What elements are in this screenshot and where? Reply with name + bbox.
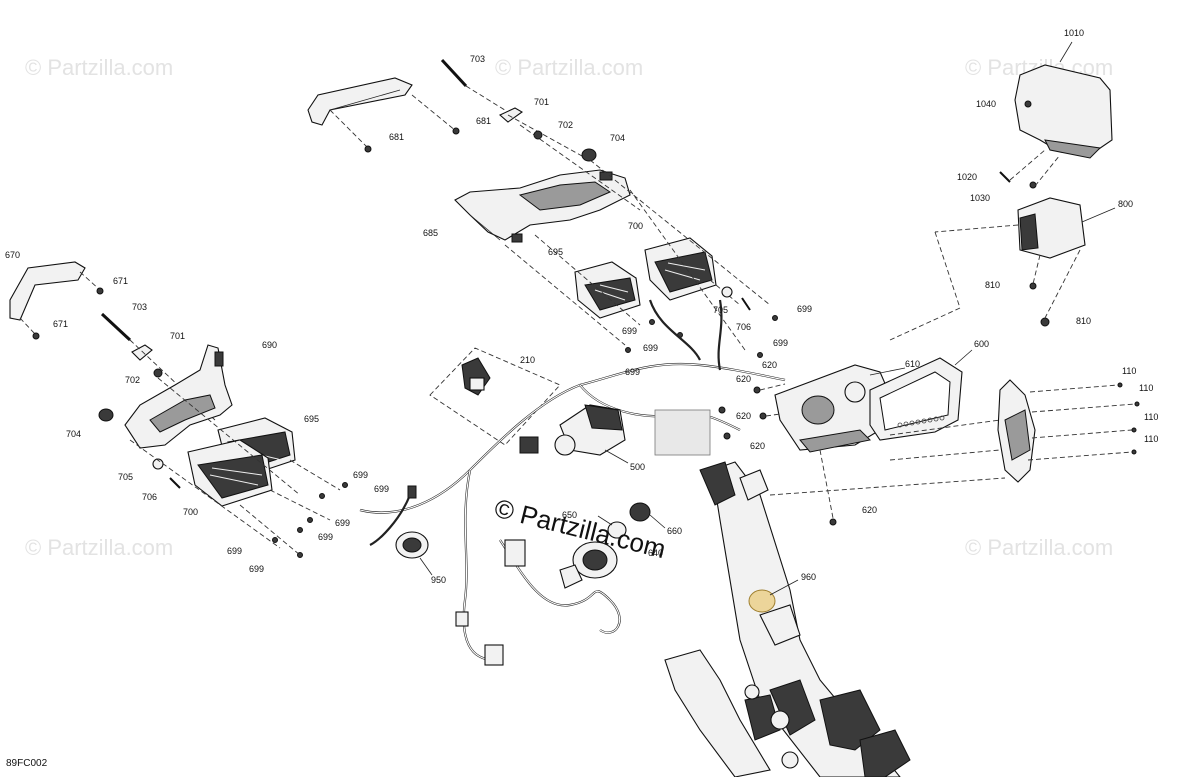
part-label: 699 (374, 484, 389, 494)
part-label: 671 (113, 276, 128, 286)
bracket-685 (454, 169, 631, 243)
part-label: 1020 (957, 172, 977, 182)
part-label: 685 (423, 228, 438, 238)
connector-210 (429, 347, 561, 446)
part-label: 950 (431, 575, 446, 585)
part-label: 640 (648, 548, 663, 558)
part-label: 610 (905, 359, 920, 369)
part-label: 810 (985, 280, 1000, 290)
part-label: 600 (974, 339, 989, 349)
part-label: 704 (610, 133, 625, 143)
part-label: 699 (625, 367, 640, 377)
diagram-code: 89FC002 (6, 758, 48, 769)
part-label: 660 (667, 526, 682, 536)
part-label: 706 (736, 322, 751, 332)
part-label: 695 (304, 414, 319, 424)
headlight-695-upper (574, 261, 641, 319)
frame-column (664, 461, 911, 777)
wiring-harness (359, 299, 786, 666)
watermark: © Partzilla.com (25, 535, 173, 560)
switch-650 (597, 515, 627, 539)
part-label: 620 (736, 374, 751, 384)
grommet-704-left (98, 408, 114, 422)
headlight-700-lower (187, 439, 273, 507)
part-label: 699 (353, 470, 368, 480)
part-label: 620 (862, 505, 877, 515)
part-label: 800 (1118, 199, 1133, 209)
part-label: 620 (750, 441, 765, 451)
part-label: 1030 (970, 193, 990, 203)
part-label: 699 (622, 326, 637, 336)
part-label: 110 (1144, 412, 1158, 422)
bracket-1010 (1014, 41, 1113, 159)
grab-handle-top (307, 77, 413, 153)
watermarks: © Partzilla.com © Partzilla.com © Partzi… (25, 55, 1113, 560)
hardware-620 (718, 383, 837, 526)
part-label: 706 (142, 492, 157, 502)
part-label: 699 (643, 343, 658, 353)
bracket-690 (124, 344, 233, 449)
part-label: 699 (797, 304, 812, 314)
power-outlet-950 (395, 531, 433, 576)
part-label: 699 (335, 518, 350, 528)
gauge-display-600 (869, 349, 973, 441)
part-label: 1040 (976, 99, 996, 109)
part-label: 699 (227, 546, 242, 556)
part-label: 701 (170, 331, 185, 341)
headlight-700-upper (644, 237, 717, 301)
part-label: 500 (630, 462, 645, 472)
part-label: 702 (125, 375, 140, 385)
grab-handle-left (9, 261, 104, 340)
part-label: 690 (262, 340, 277, 350)
side-bracket-110 (769, 379, 1140, 496)
part-label: 110 (1144, 434, 1158, 444)
part-label: 681 (389, 132, 404, 142)
part-label: 700 (183, 507, 198, 517)
part-label: 1010 (1064, 28, 1084, 38)
part-label: 700 (628, 221, 643, 231)
switch-660 (629, 502, 666, 529)
part-label: 703 (132, 302, 147, 312)
part-label: 671 (53, 319, 68, 329)
part-label: 670 (5, 250, 20, 260)
part-label: 810 (1076, 316, 1091, 326)
part-label: 110 (1139, 383, 1153, 393)
part-label: 695 (548, 247, 563, 257)
part-label: 681 (476, 116, 491, 126)
watermark: © Partzilla.com (495, 55, 643, 80)
upper-assembly-lines (504, 124, 778, 358)
bolt-703-top (411, 58, 583, 157)
module-hardware (889, 100, 1081, 341)
part-label: 110 (1122, 366, 1136, 376)
part-label: 620 (762, 360, 777, 370)
screw-706 (169, 477, 181, 489)
part-label: 705 (713, 305, 728, 315)
part-label: 699 (773, 338, 788, 348)
watermark: © Partzilla.com (965, 535, 1113, 560)
cluster-bezel-610 (774, 364, 906, 453)
part-label: 650 (562, 510, 577, 520)
watermark: © Partzilla.com (25, 55, 173, 80)
switch-module-500 (554, 404, 629, 464)
part-label: 701 (534, 97, 549, 107)
module-800 (1017, 197, 1116, 259)
part-label: 699 (249, 564, 264, 574)
left-assembly-lines (129, 377, 348, 558)
part-label: 699 (318, 532, 333, 542)
part-label: 704 (66, 429, 81, 439)
part-label: 210 (520, 355, 535, 365)
grommet-704 (581, 148, 597, 162)
grommet-960 (748, 589, 776, 613)
part-label: 960 (801, 572, 816, 582)
part-label: 620 (736, 411, 751, 421)
bolt-703-left (100, 312, 216, 421)
socket-640 (559, 541, 618, 589)
part-label: 705 (118, 472, 133, 482)
part-labels: 703 701 681 702 681 704 685 700 695 699 … (5, 28, 1158, 585)
part-label: 702 (558, 120, 573, 130)
part-label: 703 (470, 54, 485, 64)
